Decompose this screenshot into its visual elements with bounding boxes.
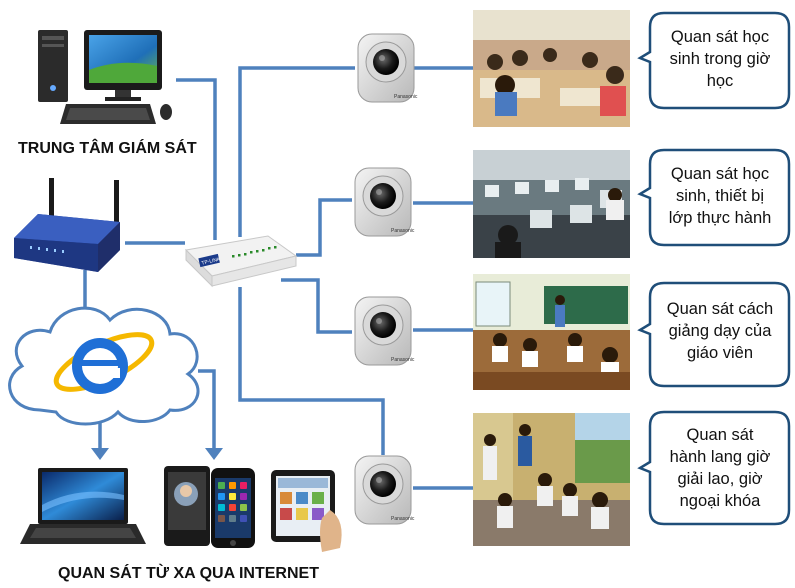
wifi-router-icon	[14, 178, 120, 272]
internet-explorer-icon	[53, 332, 155, 394]
speech-bubble-4	[637, 410, 791, 526]
connector-lines	[83, 66, 473, 490]
ip-camera-icon: Panasonic	[354, 296, 415, 366]
bubble-2-line-2: sinh, thiết bị	[675, 187, 765, 205]
bubble-4-line-1: Quan sát	[686, 426, 754, 444]
bubble-text-1: Quan sát học sinh trong giờ học	[652, 26, 788, 92]
camera-brand: Panasonic	[391, 357, 415, 363]
connector-pc-switch	[176, 78, 217, 240]
camera-brand: Panasonic	[391, 228, 415, 234]
switch-brand: TP-LINK	[201, 256, 222, 266]
photo-classroom-students	[473, 10, 630, 127]
speech-bubble-2	[637, 148, 791, 247]
photo-school-corridor	[473, 413, 630, 546]
arrow-to-phones	[205, 448, 223, 460]
bubble-3-line-2: giảng dạy của	[668, 322, 772, 340]
remote-monitoring-label: QUAN SÁT TỪ XA QUA INTERNET	[58, 563, 319, 582]
ip-camera-icon: Panasonic	[354, 455, 415, 525]
bubble-text-4: Quan sát hành lang giờ giải lao, giờ ngo…	[652, 424, 788, 512]
connector-switch-cam4	[238, 287, 385, 455]
bubble-1-line-2: sinh trong giờ	[669, 50, 771, 68]
bubble-2-line-1: Quan sát học	[670, 165, 770, 183]
network-switch-icon: TP-LINK	[184, 235, 298, 288]
bubble-text-3: Quan sát cách giảng dạy của giáo viên	[652, 298, 788, 364]
tablet-icon	[271, 470, 342, 552]
speech-bubble-3	[637, 281, 791, 388]
bubble-text-2: Quan sát học sinh, thiết bị lớp thực hàn…	[652, 163, 788, 229]
camera-brand: Panasonic	[391, 516, 415, 522]
monitoring-center-label: TRUNG TÂM GIÁM SÁT	[18, 138, 197, 157]
bubble-2-line-3: lớp thực hành	[668, 209, 772, 227]
arrow-to-laptop	[91, 448, 109, 460]
smartphone-icon	[164, 466, 255, 548]
connector-switch-cam3	[281, 278, 352, 334]
bubble-3-line-1: Quan sát cách	[666, 300, 774, 318]
desktop-computer-icon	[38, 30, 172, 124]
bubble-3-line-3: giáo viên	[686, 344, 754, 362]
bubble-4-line-4: ngoại khóa	[679, 492, 761, 510]
connector-switch-cam1	[238, 66, 355, 237]
bubble-4-line-3: giải lao, giờ	[677, 470, 763, 488]
connector-cloud-phones	[198, 369, 216, 455]
ip-camera-icon: Panasonic	[357, 33, 418, 103]
photo-teacher-classroom	[473, 274, 630, 390]
ip-camera-icon: Panasonic	[354, 167, 415, 237]
bubble-1-line-3: học	[706, 72, 734, 90]
photo-computer-lab	[473, 150, 630, 258]
connector-switch-cam2	[296, 198, 352, 257]
bubble-4-line-2: hành lang giờ	[669, 448, 771, 466]
laptop-icon	[20, 468, 146, 544]
camera-brand: Panasonic	[394, 94, 418, 100]
speech-bubble-1	[637, 11, 791, 110]
bubble-1-line-1: Quan sát học	[670, 28, 770, 46]
